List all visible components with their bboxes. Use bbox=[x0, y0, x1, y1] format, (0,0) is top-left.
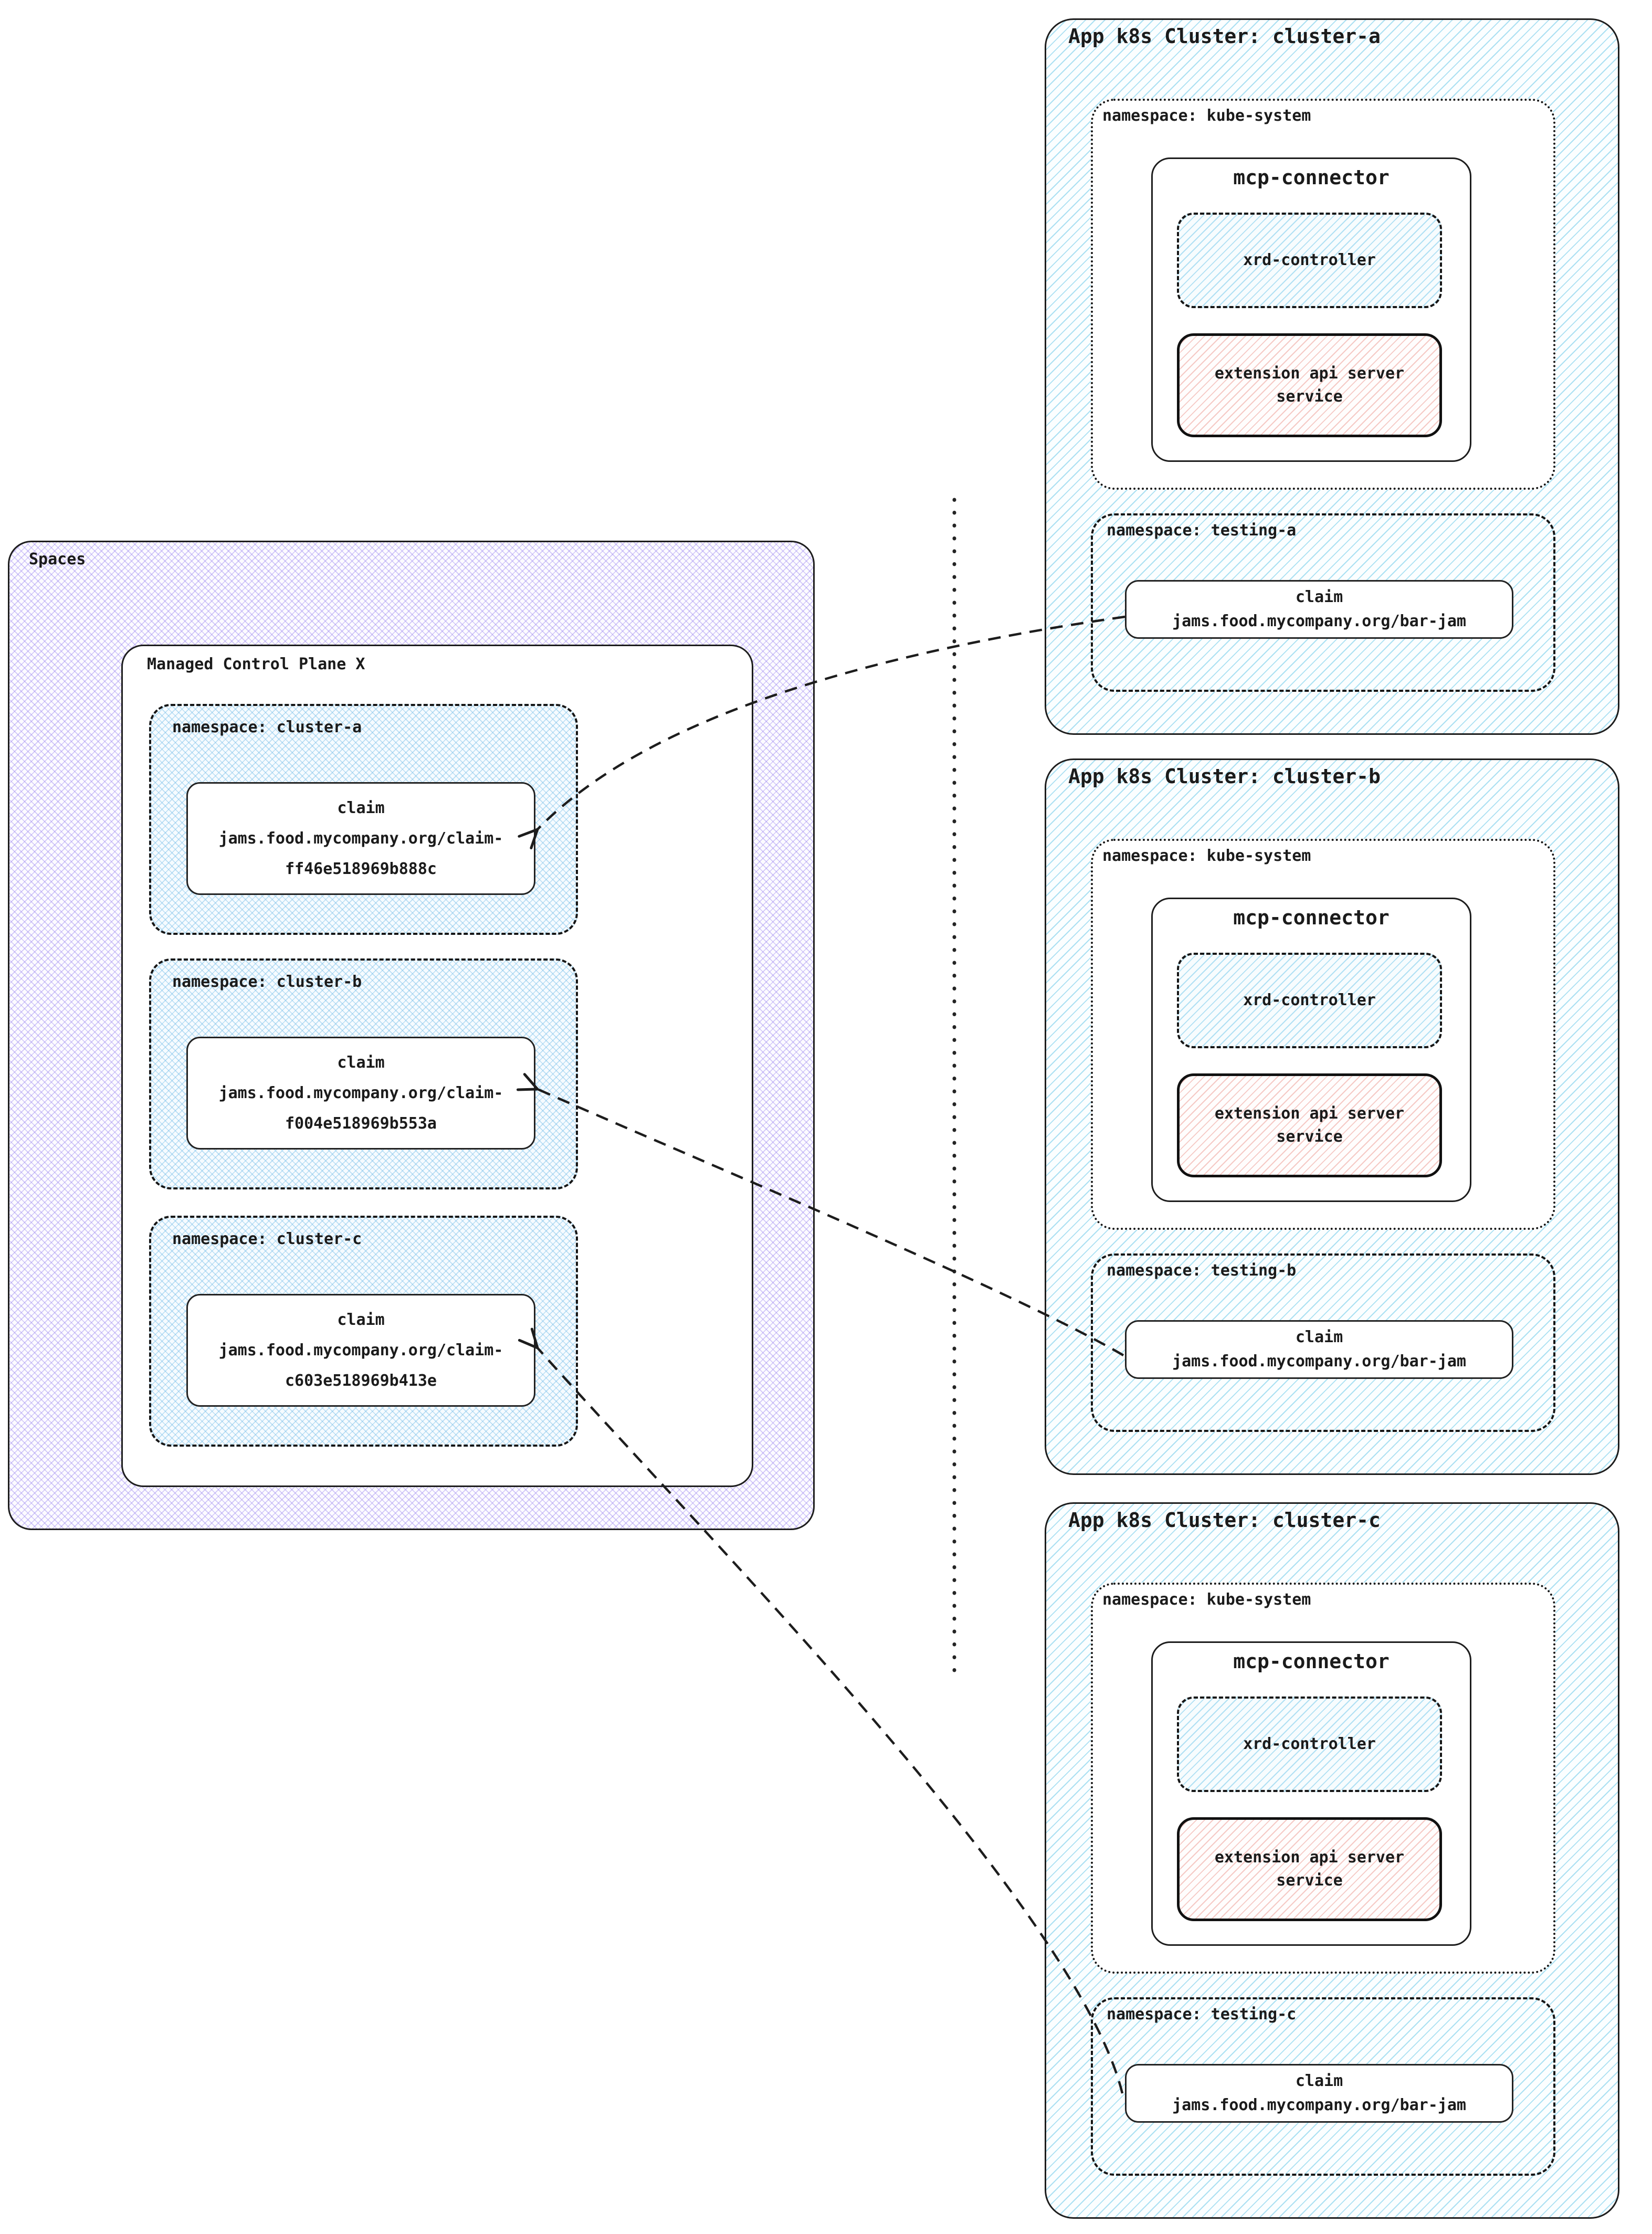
claim-box-cluster-b: claim jams.food.mycompany.org/claim- f00… bbox=[186, 1037, 535, 1150]
cluster-c-box: App k8s Cluster: cluster-c namespace: ku… bbox=[1045, 1502, 1619, 2219]
testing-c-label: namespace: testing-c bbox=[1107, 2005, 1297, 2024]
testing-a-label: namespace: testing-a bbox=[1107, 521, 1297, 540]
claim-title: claim bbox=[337, 1310, 385, 1329]
testing-a-claim-box: claim jams.food.mycompany.org/bar-jam bbox=[1125, 580, 1513, 639]
cluster-b-kube-system-namespace: namespace: kube-system mcp-connector xrd… bbox=[1091, 839, 1555, 1230]
extension-api-server-line2: service bbox=[1276, 1127, 1343, 1146]
claim-resource: jams.food.mycompany.org/claim- bbox=[218, 829, 503, 848]
managed-control-plane-box: Managed Control Plane X namespace: clust… bbox=[121, 645, 753, 1487]
left-namespace-cluster-b-label: namespace: cluster-b bbox=[172, 973, 362, 991]
xrd-controller-label: xrd-controller bbox=[1243, 251, 1376, 269]
xrd-controller-box: xrd-controller bbox=[1177, 953, 1442, 1048]
cluster-a-kube-system-namespace: namespace: kube-system mcp-connector xrd… bbox=[1091, 99, 1555, 490]
cluster-b-box: App k8s Cluster: cluster-b namespace: ku… bbox=[1045, 758, 1619, 1475]
spaces-label: Spaces bbox=[29, 550, 86, 568]
mcp-connector-box: mcp-connector xrd-controller extension a… bbox=[1151, 157, 1471, 462]
xrd-controller-label: xrd-controller bbox=[1243, 991, 1376, 1009]
testing-b-claim-box: claim jams.food.mycompany.org/bar-jam bbox=[1125, 1320, 1513, 1379]
testing-b-label: namespace: testing-b bbox=[1107, 1261, 1297, 1280]
cluster-a-box: App k8s Cluster: cluster-a namespace: ku… bbox=[1045, 18, 1619, 735]
cluster-b-testing-namespace: namespace: testing-b claim jams.food.myc… bbox=[1091, 1253, 1555, 1432]
left-namespace-cluster-b: namespace: cluster-b claim jams.food.myc… bbox=[149, 958, 578, 1189]
claim-resource: jams.food.mycompany.org/claim- bbox=[218, 1341, 503, 1360]
claim-resource: jams.food.mycompany.org/bar-jam bbox=[1172, 2096, 1466, 2114]
left-namespace-cluster-a-label: namespace: cluster-a bbox=[172, 718, 362, 736]
cluster-c-kube-system-namespace: namespace: kube-system mcp-connector xrd… bbox=[1091, 1583, 1555, 1974]
cluster-b-title: App k8s Cluster: cluster-b bbox=[1068, 765, 1381, 788]
cluster-a-testing-namespace: namespace: testing-a claim jams.food.myc… bbox=[1091, 513, 1555, 692]
xrd-controller-box: xrd-controller bbox=[1177, 1696, 1442, 1792]
mcp-connector-title: mcp-connector bbox=[1233, 906, 1390, 929]
cluster-c-testing-namespace: namespace: testing-c claim jams.food.myc… bbox=[1091, 1997, 1555, 2176]
claim-box-cluster-a: claim jams.food.mycompany.org/claim- ff4… bbox=[186, 782, 535, 895]
claim-resource: jams.food.mycompany.org/bar-jam bbox=[1172, 1352, 1466, 1371]
claim-resource: jams.food.mycompany.org/claim- bbox=[218, 1083, 503, 1102]
claim-id: f004e518969b553a bbox=[285, 1114, 437, 1133]
cluster-c-title: App k8s Cluster: cluster-c bbox=[1068, 1509, 1381, 1532]
kube-system-label: namespace: kube-system bbox=[1102, 1590, 1311, 1609]
extension-api-server-line2: service bbox=[1276, 387, 1343, 406]
mcp-connector-box: mcp-connector xrd-controller extension a… bbox=[1151, 898, 1471, 1202]
mcp-connector-title: mcp-connector bbox=[1233, 166, 1390, 189]
xrd-controller-box: xrd-controller bbox=[1177, 213, 1442, 308]
claim-title: claim bbox=[337, 1053, 385, 1072]
claim-title: claim bbox=[1295, 588, 1343, 606]
claim-id: c603e518969b413e bbox=[285, 1371, 437, 1390]
extension-api-server-line1: extension api server bbox=[1214, 364, 1405, 383]
mcp-connector-box: mcp-connector xrd-controller extension a… bbox=[1151, 1641, 1471, 1946]
cluster-a-title: App k8s Cluster: cluster-a bbox=[1068, 25, 1381, 48]
claim-box-cluster-c: claim jams.food.mycompany.org/claim- c60… bbox=[186, 1294, 535, 1407]
testing-c-claim-box: claim jams.food.mycompany.org/bar-jam bbox=[1125, 2064, 1513, 2123]
claim-resource: jams.food.mycompany.org/bar-jam bbox=[1172, 612, 1466, 630]
kube-system-label: namespace: kube-system bbox=[1102, 107, 1311, 125]
left-namespace-cluster-c-label: namespace: cluster-c bbox=[172, 1230, 362, 1248]
xrd-controller-label: xrd-controller bbox=[1243, 1735, 1376, 1753]
left-namespace-cluster-a: namespace: cluster-a claim jams.food.myc… bbox=[149, 704, 578, 935]
left-namespace-cluster-c: namespace: cluster-c claim jams.food.myc… bbox=[149, 1216, 578, 1447]
claim-id: ff46e518969b888c bbox=[285, 859, 437, 878]
claim-title: claim bbox=[1295, 2072, 1343, 2090]
extension-api-server-box: extension api server service bbox=[1177, 1073, 1442, 1177]
extension-api-server-box: extension api server service bbox=[1177, 1817, 1442, 1921]
managed-control-plane-label: Managed Control Plane X bbox=[147, 655, 365, 673]
extension-api-server-box: extension api server service bbox=[1177, 333, 1442, 437]
kube-system-label: namespace: kube-system bbox=[1102, 847, 1311, 865]
mcp-connector-title: mcp-connector bbox=[1233, 1650, 1390, 1673]
extension-api-server-line2: service bbox=[1276, 1871, 1343, 1890]
claim-title: claim bbox=[1295, 1328, 1343, 1346]
extension-api-server-line1: extension api server bbox=[1214, 1104, 1405, 1123]
claim-title: claim bbox=[337, 798, 385, 817]
extension-api-server-line1: extension api server bbox=[1214, 1848, 1405, 1867]
spaces-box: Spaces Managed Control Plane X namespace… bbox=[8, 541, 815, 1530]
